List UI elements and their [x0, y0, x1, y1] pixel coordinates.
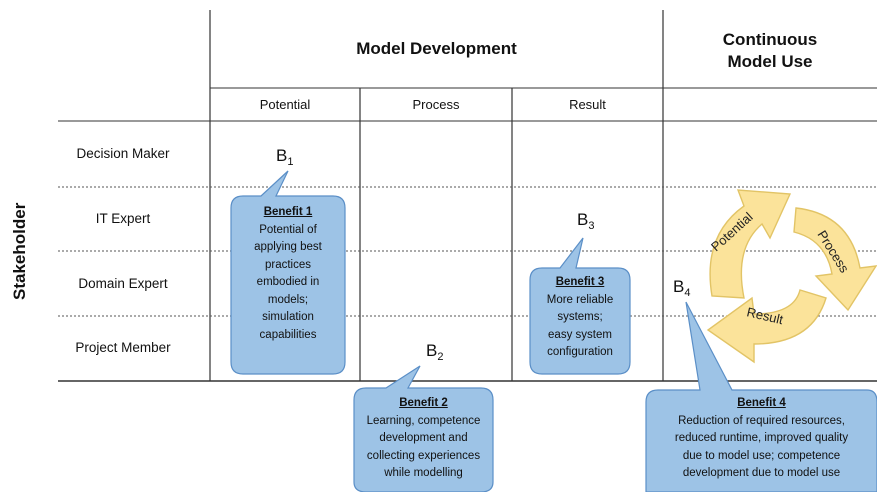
benefit-4-line: reduced runtime, improved quality — [674, 432, 849, 444]
benefit-2-line: Learning, competence — [366, 414, 481, 427]
benefit-3-text: Benefit 3 More reliable systems; easy sy… — [530, 274, 630, 362]
marker-b3: B3 — [577, 210, 595, 232]
benefit-1-line: capabilities — [259, 328, 317, 341]
benefit-3-line: More reliable — [546, 293, 614, 306]
header-continuous-line2: Model Use — [727, 52, 813, 71]
result-arrow — [706, 289, 827, 364]
column-result: Result — [569, 97, 606, 112]
benefit-2-line: development and — [379, 432, 468, 444]
potential-arrow — [709, 189, 792, 299]
benefit-2-title: Benefit 2 — [399, 397, 448, 409]
benefit-4-line: development due to model use — [682, 467, 841, 479]
marker-b4: B4 — [673, 277, 691, 299]
benefit-3-line: configuration — [547, 346, 613, 358]
benefit-4-line: Reduction of required resources, — [678, 414, 845, 427]
benefit-1-line: applying best — [254, 241, 322, 253]
header-model-development: Model Development — [356, 39, 517, 58]
benefit-3-line: easy system — [548, 328, 612, 341]
marker-b1: B1 — [276, 146, 294, 168]
benefit-2-line: collecting experiences — [366, 449, 481, 462]
column-potential: Potential — [259, 97, 311, 112]
benefit-4-line: due to model use; competence — [682, 449, 841, 462]
benefit-1-callout — [230, 170, 346, 375]
row-project-member: Project Member — [75, 340, 171, 355]
column-process: Process — [412, 97, 460, 112]
benefit-1-line: Potential of — [259, 223, 317, 236]
benefit-1-line: embodied in — [256, 276, 320, 288]
benefit-3-line: systems; — [557, 311, 603, 323]
process-arrow — [793, 207, 877, 312]
benefit-3-title: Benefit 3 — [555, 276, 605, 288]
row-domain-expert: Domain Expert — [78, 276, 168, 291]
benefit-2-line: while modelling — [384, 467, 463, 479]
benefit-4-title: Benefit 4 — [737, 397, 786, 409]
benefit-1-line: simulation — [262, 311, 314, 323]
benefit-1-line: practices — [264, 258, 312, 271]
benefit-1-text: Benefit 1 Potential of applying best pra… — [231, 204, 345, 344]
benefit-2-text: Benefit 2 Learning, competence developme… — [354, 395, 493, 483]
benefit-3-callout — [529, 237, 631, 375]
benefit-4-text: Benefit 4 Reduction of required resource… — [646, 395, 877, 483]
marker-b2: B2 — [426, 341, 444, 363]
row-decision-maker: Decision Maker — [76, 146, 170, 161]
stakeholder-label: Stakeholder — [10, 202, 29, 300]
benefit-1-title: Benefit 1 — [263, 206, 313, 218]
benefit-1-line: models; — [267, 293, 309, 306]
header-continuous-line1: Continuous — [722, 30, 818, 49]
row-it-expert: IT Expert — [95, 211, 151, 226]
